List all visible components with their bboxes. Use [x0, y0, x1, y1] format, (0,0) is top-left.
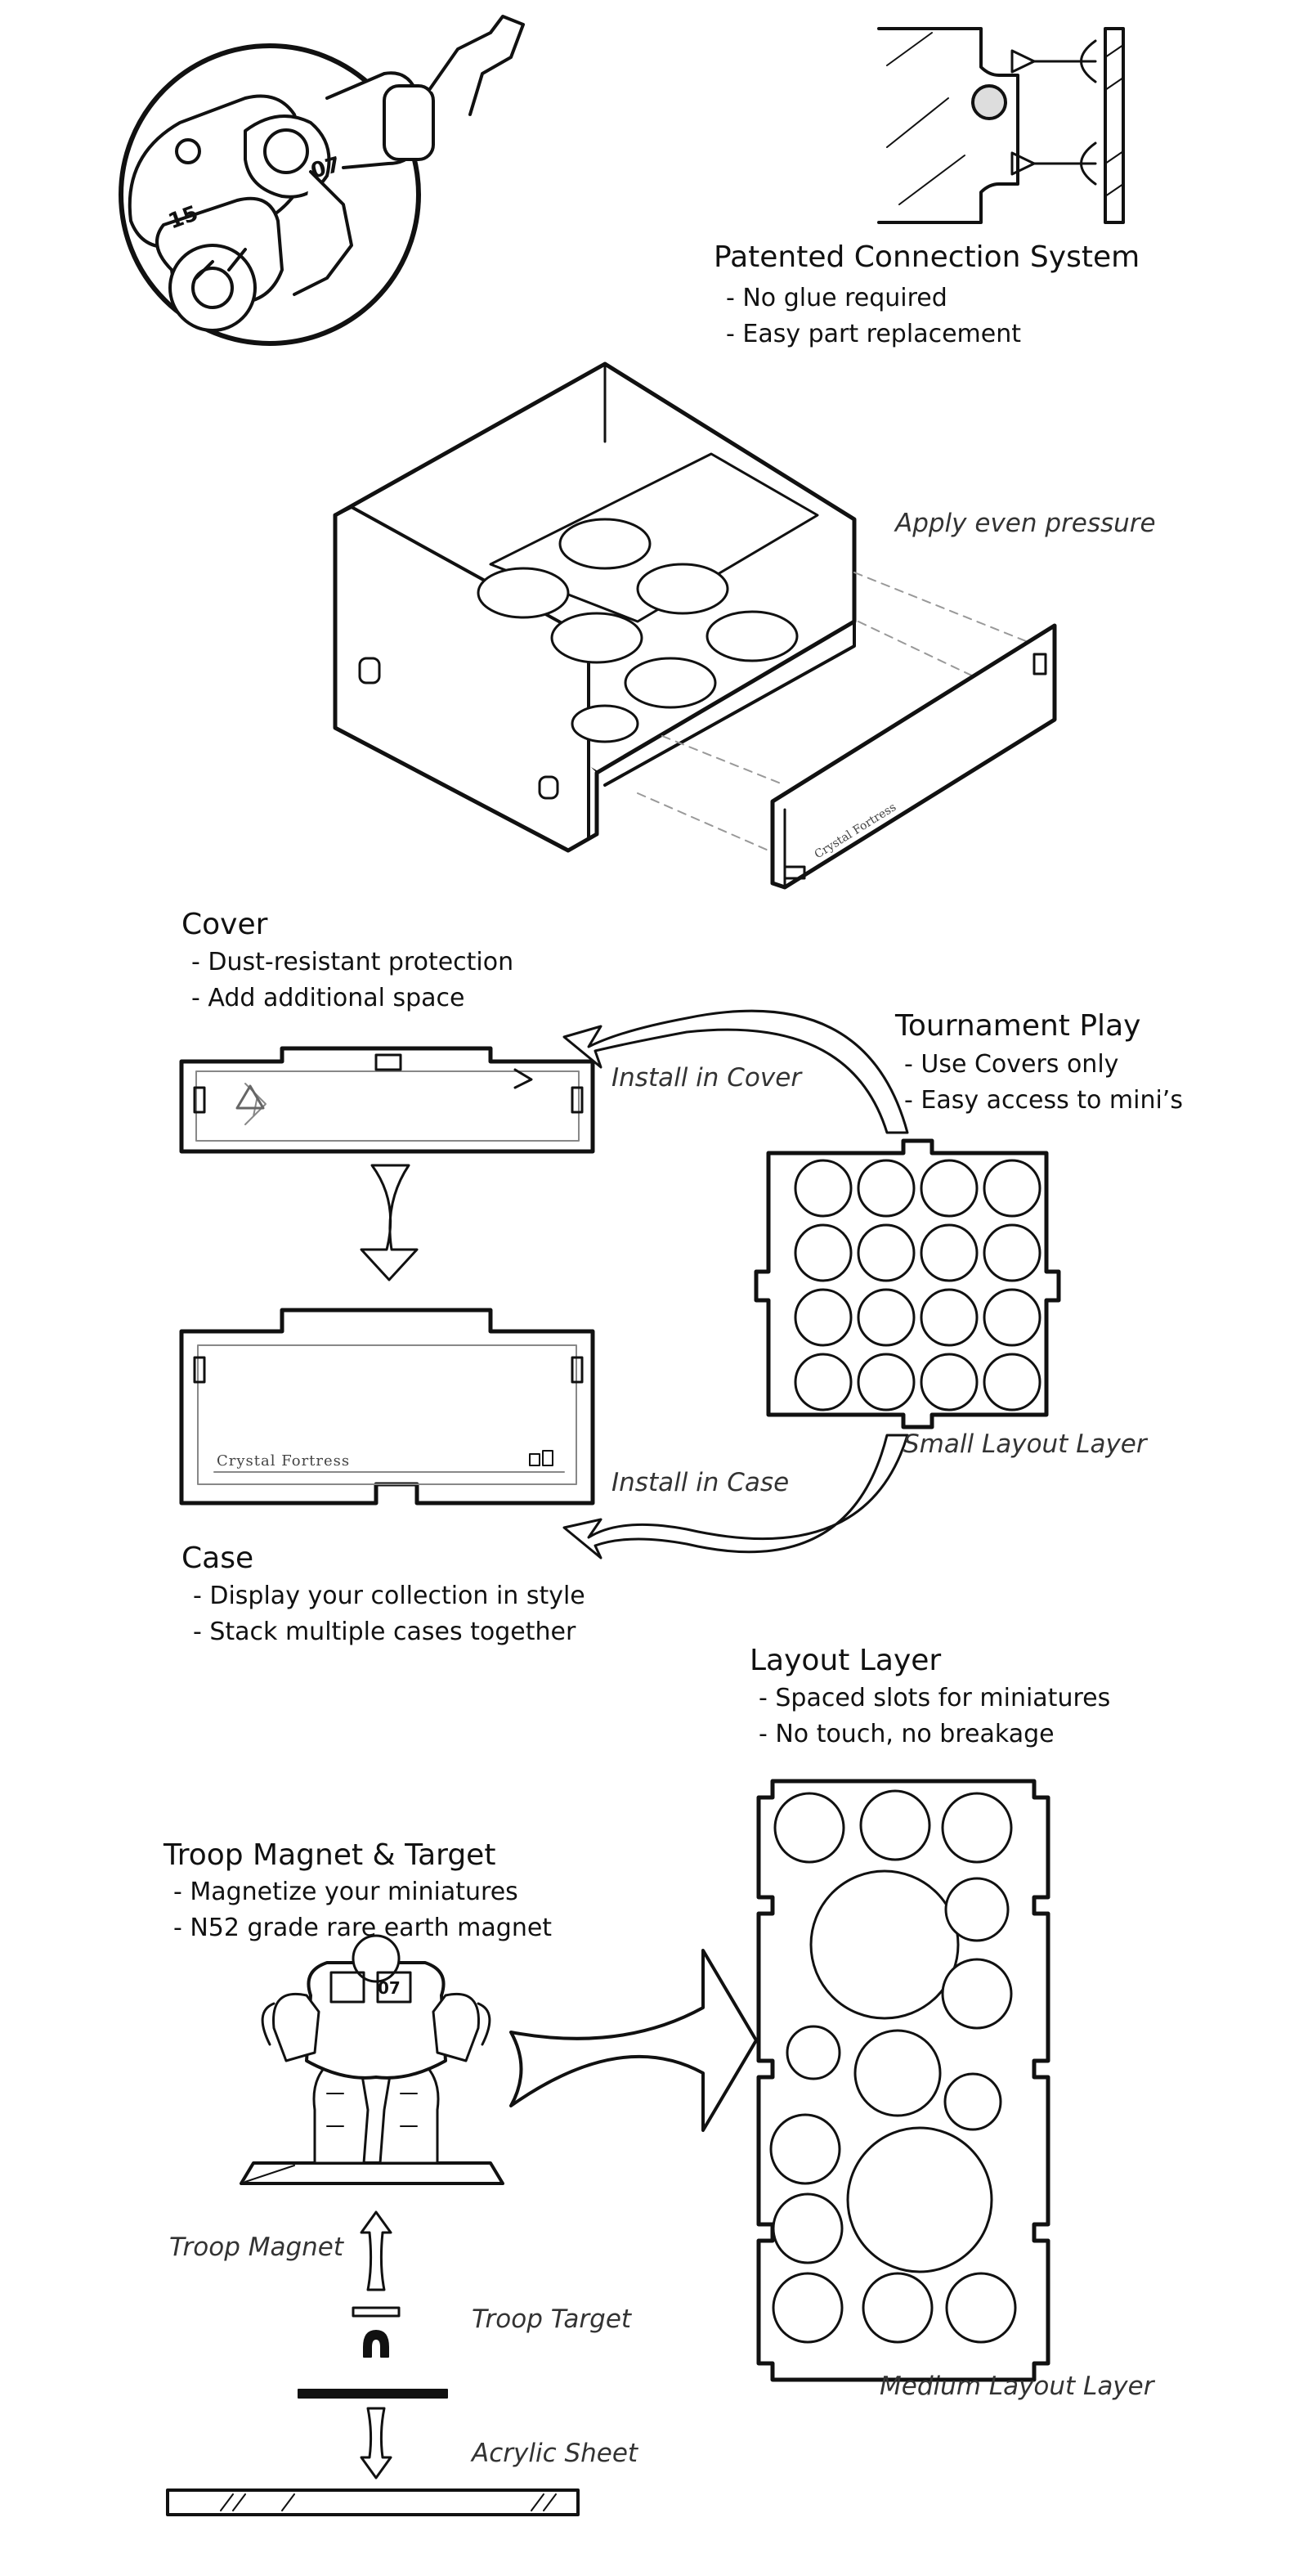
install-in-cover-caption: Install in Cover	[611, 1063, 802, 1093]
slot-circle	[943, 2072, 1002, 2131]
right-arrow-icon	[509, 1949, 758, 2132]
troop-magnet-shape	[352, 2306, 401, 2318]
slot-circle	[920, 1223, 979, 1282]
magnet-icon	[363, 2330, 389, 2358]
slot-circle	[983, 1288, 1041, 1347]
bullet-display-collection: - Display your collection in style	[193, 1582, 585, 1610]
connection-detail-illustration	[877, 27, 1125, 224]
slot-circle	[920, 1353, 979, 1411]
troop-target-shape	[298, 2389, 448, 2399]
slot-circle	[786, 2025, 841, 2080]
install-in-case-caption: Install in Case	[611, 1468, 790, 1497]
bullet-covers-only: - Use Covers only	[904, 1050, 1119, 1079]
case-brand-label: Crystal Fortress	[217, 1452, 350, 1470]
bullet-easy-access: - Easy access to mini’s	[904, 1086, 1183, 1115]
case-panel-illustration	[179, 1308, 595, 1506]
slot-circle	[772, 2272, 844, 2344]
slot-circle	[769, 2113, 841, 2185]
medium-layout-layer-caption: Medium Layout Layer	[880, 2372, 1154, 2401]
slot-circle	[859, 1789, 931, 1861]
bullet-magnetize: - Magnetize your miniatures	[173, 1878, 518, 1906]
magnet-title: Troop Magnet & Target	[164, 1838, 496, 1872]
down-arrow-icon	[360, 1164, 419, 1281]
case-bullets: - Display your collection in style - Sta…	[193, 1578, 585, 1650]
medium-layout-slots	[769, 1789, 1017, 2344]
cover-title: Cover	[181, 908, 268, 941]
connection-title: Patented Connection System	[714, 240, 1140, 274]
acrylic-sheet-shape	[166, 2488, 580, 2516]
slot-circle	[941, 1792, 1013, 1864]
troop-miniature-illustration	[240, 1934, 504, 2185]
small-layout-layer-caption: Small Layout Layer	[903, 1429, 1147, 1459]
case-title: Case	[181, 1542, 254, 1575]
miniature-closeup-illustration	[119, 15, 525, 346]
slot-circle	[944, 1877, 1010, 1942]
slot-circle	[857, 1223, 916, 1282]
tournament-bullets: - Use Covers only - Easy access to mini’…	[904, 1047, 1183, 1119]
up-arrow-icon	[360, 2210, 392, 2291]
slot-circle	[772, 2192, 844, 2264]
slot-circle	[857, 1288, 916, 1347]
acrylic-sheet-caption: Acrylic Sheet	[472, 2439, 638, 2468]
magnet-bullets: - Magnetize your miniatures - N52 grade …	[173, 1874, 552, 1946]
layout-layer-bullets: - Spaced slots for miniatures - No touch…	[759, 1681, 1110, 1752]
slot-circle	[857, 1159, 916, 1218]
apply-pressure-caption: Apply even pressure	[895, 509, 1156, 538]
slot-circle	[920, 1159, 979, 1218]
slot-circle	[920, 1288, 979, 1347]
bullet-no-glue: - No glue required	[726, 284, 947, 312]
slot-circle	[983, 1353, 1041, 1411]
bullet-stack-cases: - Stack multiple cases together	[193, 1618, 576, 1646]
install-case-arrow-icon	[562, 1434, 909, 1560]
bullet-no-touch: - No touch, no breakage	[759, 1720, 1055, 1748]
mini-number-label: 07	[378, 1978, 401, 1998]
slot-circle	[773, 1792, 845, 1864]
slot-circle	[794, 1223, 853, 1282]
down-arrow-icon	[360, 2407, 392, 2480]
bullet-n52-magnet: - N52 grade rare earth magnet	[173, 1914, 553, 1942]
exploded-case-illustration	[333, 361, 1057, 890]
slot-circle	[983, 1159, 1041, 1218]
small-layout-slots	[794, 1159, 1041, 1411]
cover-illustration	[179, 1046, 595, 1154]
slot-circle	[862, 2272, 934, 2344]
slot-circle	[857, 1353, 916, 1411]
bullet-dust-resistant: - Dust-resistant protection	[191, 948, 514, 976]
connection-bullets: - No glue required - Easy part replaceme…	[726, 280, 1021, 352]
bullet-spaced-slots: - Spaced slots for miniatures	[759, 1684, 1111, 1712]
slot-circle	[794, 1159, 853, 1218]
install-cover-arrow-icon	[562, 1009, 909, 1134]
slot-circle	[983, 1223, 1041, 1282]
slot-circle	[794, 1288, 853, 1347]
slot-circle	[853, 2029, 942, 2117]
bullet-easy-replacement: - Easy part replacement	[726, 320, 1021, 348]
slot-circle	[809, 1869, 960, 2020]
cover-bullets: - Dust-resistant protection - Add additi…	[191, 945, 513, 1016]
slot-circle	[941, 1958, 1013, 2030]
troop-target-caption: Troop Target	[472, 2304, 632, 2334]
slot-circle	[794, 1353, 853, 1411]
tournament-title: Tournament Play	[895, 1009, 1141, 1043]
slot-circle	[846, 2126, 993, 2273]
slot-circle	[945, 2272, 1017, 2344]
bullet-additional-space: - Add additional space	[191, 984, 465, 1012]
troop-magnet-caption: Troop Magnet	[169, 2233, 344, 2262]
layout-layer-title: Layout Layer	[750, 1644, 942, 1677]
